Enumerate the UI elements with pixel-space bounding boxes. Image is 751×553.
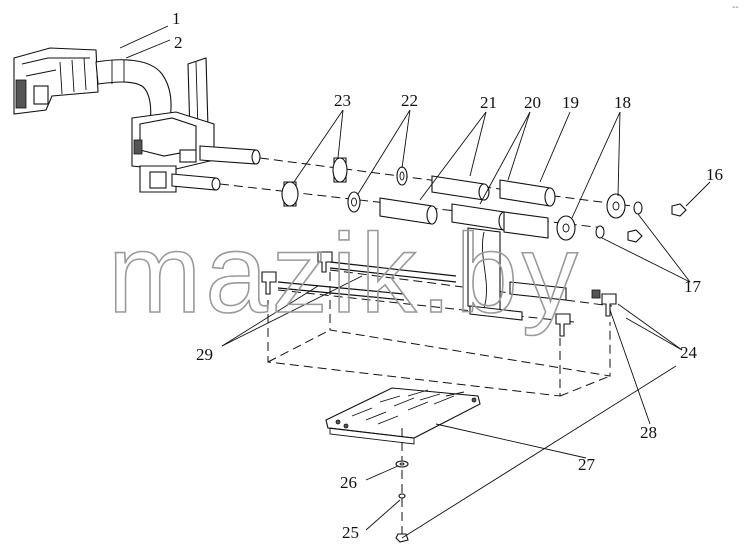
bottom-fasteners <box>395 428 409 543</box>
callout-27: 27 <box>578 455 596 474</box>
callout-2: 2 <box>174 33 183 52</box>
callout-20: 20 <box>524 93 541 112</box>
callout-24: 24 <box>680 343 698 362</box>
callout-25: 25 <box>342 523 359 542</box>
bushings-and-washers <box>281 157 687 243</box>
callout-17: 17 <box>684 277 702 296</box>
callout-numbers: 1 2 23 22 21 20 19 18 16 17 29 24 28 27 … <box>172 9 723 542</box>
corner-mark: -- <box>732 2 739 13</box>
callout-19: 19 <box>562 93 579 112</box>
callout-23: 23 <box>334 91 351 110</box>
leader-lines <box>119 25 711 539</box>
callout-22: 22 <box>401 91 418 110</box>
callout-29: 29 <box>196 345 213 364</box>
callout-26: 26 <box>340 473 357 492</box>
spacer-tubes <box>379 175 556 311</box>
callout-28: 28 <box>640 423 657 442</box>
rods-and-bolts <box>261 251 617 337</box>
watermark-text: mazik.by <box>108 211 582 336</box>
callout-18: 18 <box>614 93 631 112</box>
callout-21: 21 <box>480 93 497 112</box>
callout-1: 1 <box>172 9 181 28</box>
bracket-arm <box>13 47 261 193</box>
step-plate <box>325 387 481 445</box>
callout-16: 16 <box>706 165 723 184</box>
